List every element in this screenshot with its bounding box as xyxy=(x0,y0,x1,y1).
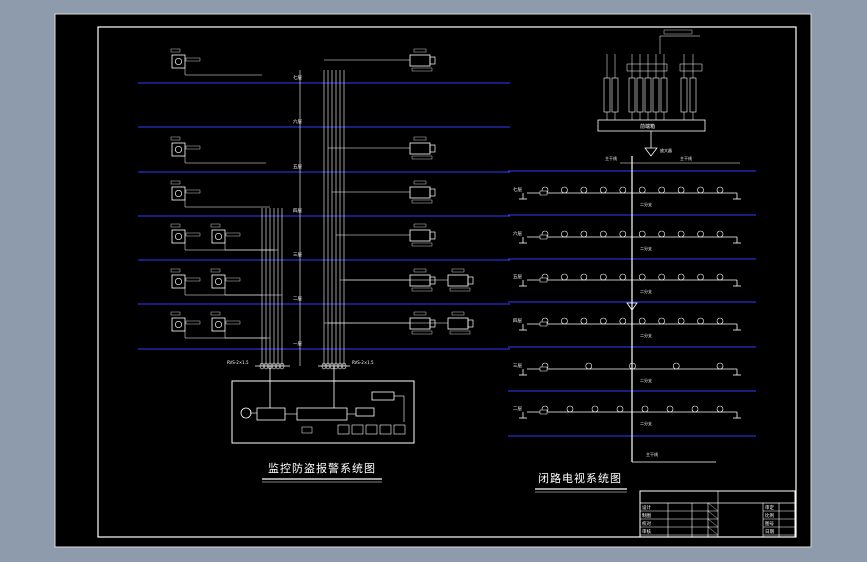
cctv-camera-icon xyxy=(409,268,436,292)
branch-label: 二分支 xyxy=(640,420,652,426)
branch-label: 二分支 xyxy=(640,245,652,251)
right-floor-label: 三层 xyxy=(513,363,522,369)
left-floor-label: 二层 xyxy=(293,296,302,302)
amp-label: 放大器 xyxy=(660,147,672,153)
right-floor-label: 七层 xyxy=(513,186,522,193)
title-block-cell: 校对 xyxy=(642,520,651,527)
control-module xyxy=(351,424,364,435)
title-block-cell: 日期 xyxy=(765,529,774,535)
control-module xyxy=(379,424,392,435)
right-floor-label: 二层 xyxy=(513,406,522,412)
trunk-label-b: 主干线 xyxy=(680,155,692,161)
title-block-cell: 图号 xyxy=(765,521,774,527)
cctv-camera-icon xyxy=(409,223,436,247)
title-block-cell: 比例 xyxy=(765,512,774,519)
left-floor-label: 五层 xyxy=(293,164,302,170)
cctv-camera-icon xyxy=(409,48,436,72)
right-floor-label: 六层 xyxy=(513,230,522,237)
left-floor-label: 四层 xyxy=(293,208,302,214)
drawing-sheet xyxy=(54,13,812,548)
intrusion-detector-icon xyxy=(170,136,201,157)
cctv-camera-icon xyxy=(447,268,474,292)
right-diagram-title: 闭路电视系统图 xyxy=(538,471,622,485)
trunk-label-c: 主干线 xyxy=(646,451,658,457)
cctv-camera-icon xyxy=(409,180,436,204)
branch-label: 二分支 xyxy=(640,377,652,383)
intrusion-detector-icon xyxy=(210,223,241,244)
title-block-cell: 审核 xyxy=(642,528,651,535)
cctv-camera-icon xyxy=(447,311,474,335)
spec-text-left: RVS-2×1.5 xyxy=(227,360,249,365)
left-floor-label: 三层 xyxy=(293,252,302,258)
branch-label: 二分支 xyxy=(640,332,652,338)
intrusion-detector-icon xyxy=(210,268,241,289)
right-floor-label: 四层 xyxy=(513,318,522,324)
left-diagram-title: 监控防盗报警系统图 xyxy=(268,461,376,475)
drawing-frame xyxy=(97,26,797,538)
control-room-box xyxy=(231,380,415,444)
branch-label: 二分支 xyxy=(640,288,652,294)
left-floor-label: 六层 xyxy=(293,118,302,125)
control-module xyxy=(393,424,406,435)
cctv-camera-icon xyxy=(409,136,436,160)
left-riser-cables xyxy=(255,70,350,408)
title-block-cell: 制图 xyxy=(642,512,651,519)
amp-mid xyxy=(626,302,638,311)
left-devices xyxy=(170,48,474,339)
control-module xyxy=(365,424,378,435)
cctv-camera-icon xyxy=(409,311,436,335)
intrusion-detector-icon xyxy=(170,180,201,201)
intrusion-detector-icon xyxy=(170,223,201,244)
left-floor-label: 一层 xyxy=(293,341,302,347)
control-module xyxy=(337,424,350,435)
intrusion-detector-icon xyxy=(170,268,201,289)
cctv-head-end: 前端箱 放大器 主干线 主干线 xyxy=(597,29,740,164)
left-floor-label: 七层 xyxy=(293,74,302,81)
spec-text-right: RVS-2×1.5 xyxy=(352,360,374,365)
right-floor-label: 五层 xyxy=(513,274,522,280)
title-block-cell: 设计 xyxy=(642,504,651,511)
left-floor-lines xyxy=(138,82,510,350)
head-end-label: 前端箱 xyxy=(640,123,655,130)
title-block-cell: 审定 xyxy=(765,504,774,511)
branch-label: 二分支 xyxy=(640,201,652,207)
intrusion-detector-icon xyxy=(170,48,201,69)
intrusion-detector-icon xyxy=(210,311,241,332)
intrusion-detector-icon xyxy=(170,311,201,332)
trunk-label-a: 主干线 xyxy=(605,155,617,161)
